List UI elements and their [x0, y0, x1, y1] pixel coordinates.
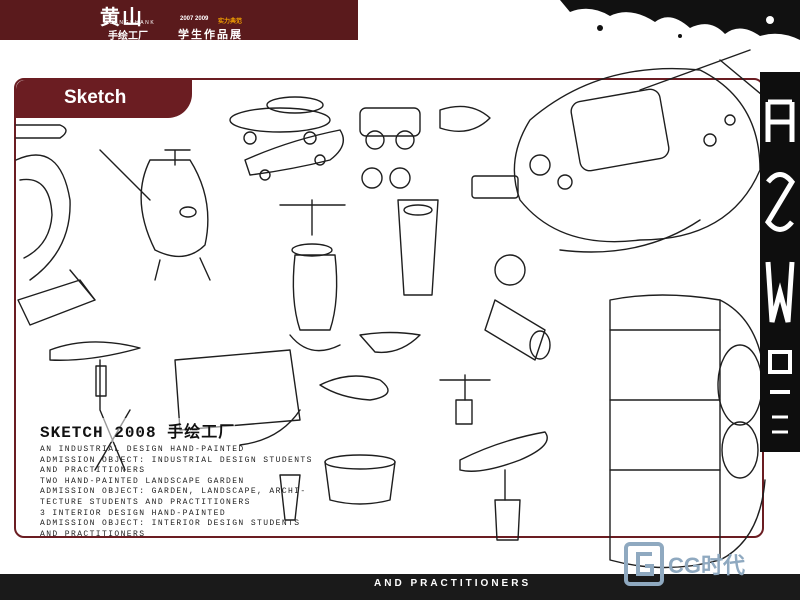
sketch-tab-label: Sketch [64, 87, 127, 108]
watermark-text: CG时代 [668, 553, 746, 578]
brand-years: 2007 2009 [180, 16, 209, 22]
brand-logo: 黄山 [100, 5, 144, 29]
description-line: AND PRACTITIONERS [40, 529, 146, 539]
hsw-wordmark-icon [760, 72, 800, 452]
sketch-frame [14, 78, 764, 538]
description-line: ADMISSION OBJECT: INTERIOR DESIGN STUDEN… [40, 519, 301, 529]
description-line: ADMISSION OBJECT: GARDEN, LANDSCAPE, ARC… [40, 487, 307, 497]
description-line: 3 INTERIOR DESIGN HAND-PAINTED [40, 508, 227, 518]
description-line: AND PRACTITIONERS [40, 466, 146, 476]
bottom-band [0, 574, 800, 600]
description-line: TWO HAND-PAINTED LANDSCAPE GARDEN [40, 476, 245, 486]
edition-title: SKETCH 2008 手绘工厂 [40, 418, 236, 442]
cg-watermark-icon [624, 542, 664, 586]
brand-block: 黄山 HUANGSHANK 2007 2009 实力典范 手绘工厂 学生作品展 [0, 0, 358, 40]
ink-splash-icon [560, 0, 800, 40]
bottom-caption: AND PRACTITIONERS [374, 578, 532, 589]
brand-subtitle-right: 学生作品展 [178, 29, 243, 40]
brand-tagline: 实力典范 [218, 19, 243, 25]
sketch-tab: Sketch [16, 80, 192, 118]
description-line: AN INDUSTRIAL DESIGN HAND-PAINTED [40, 445, 245, 454]
brand-logo-roman: HUANGSHANK [104, 20, 156, 26]
description-line: ADMISSION OBJECT: INDUSTRIAL DESIGN STUD… [40, 455, 313, 465]
top-bar: 黄山 HUANGSHANK 2007 2009 实力典范 手绘工厂 学生作品展 [0, 0, 800, 40]
brand-subtitle-left: 手绘工厂 [108, 31, 148, 40]
description-line: TECTURE STUDENTS AND PRACTITIONERS [40, 498, 251, 507]
